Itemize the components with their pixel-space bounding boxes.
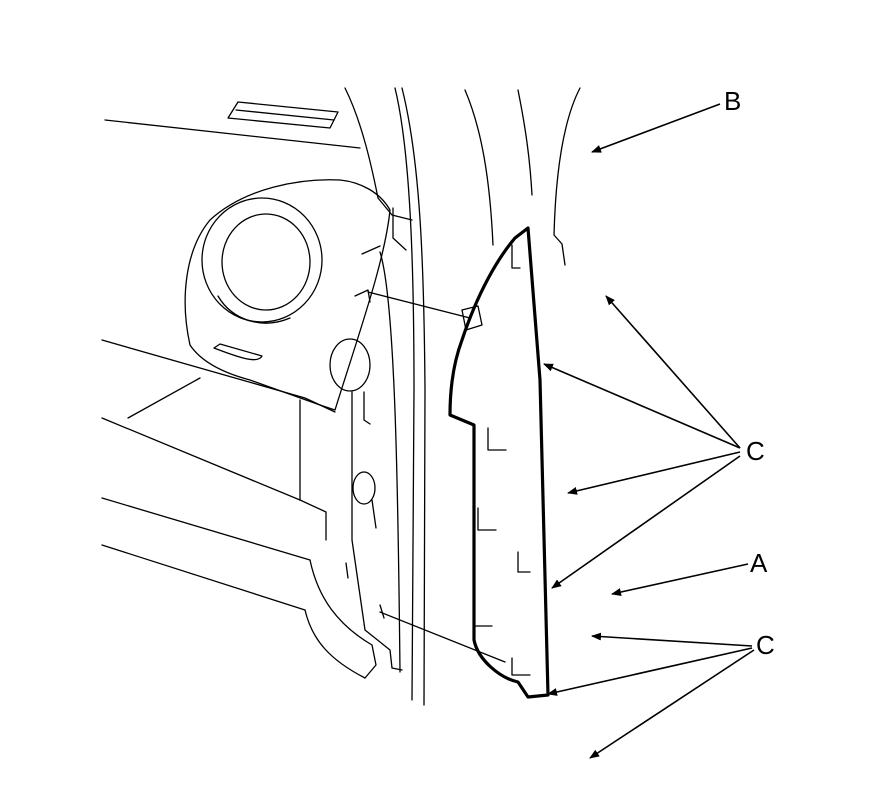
callout-b: B <box>724 86 741 116</box>
dashboard-background <box>101 101 377 679</box>
arrow-c-5 <box>591 632 753 647</box>
arrow-c-3 <box>567 451 741 495</box>
arrow-b <box>591 103 721 153</box>
trim-panel-a <box>448 226 550 699</box>
callout-arrows <box>543 103 755 759</box>
a-pillar <box>329 87 581 706</box>
arrow-a <box>611 563 749 596</box>
callout-c-upper: C <box>746 436 765 466</box>
arrow-c-2 <box>543 363 741 449</box>
arrow-c-6 <box>547 647 753 696</box>
arrow-c-7 <box>589 649 755 759</box>
clip-alignment-lines <box>367 291 506 663</box>
callout-a: A <box>750 548 768 578</box>
arrow-c-4 <box>551 455 741 589</box>
arrow-c-1 <box>605 295 741 449</box>
side-vent <box>184 179 391 411</box>
callout-c-lower: C <box>756 630 775 660</box>
